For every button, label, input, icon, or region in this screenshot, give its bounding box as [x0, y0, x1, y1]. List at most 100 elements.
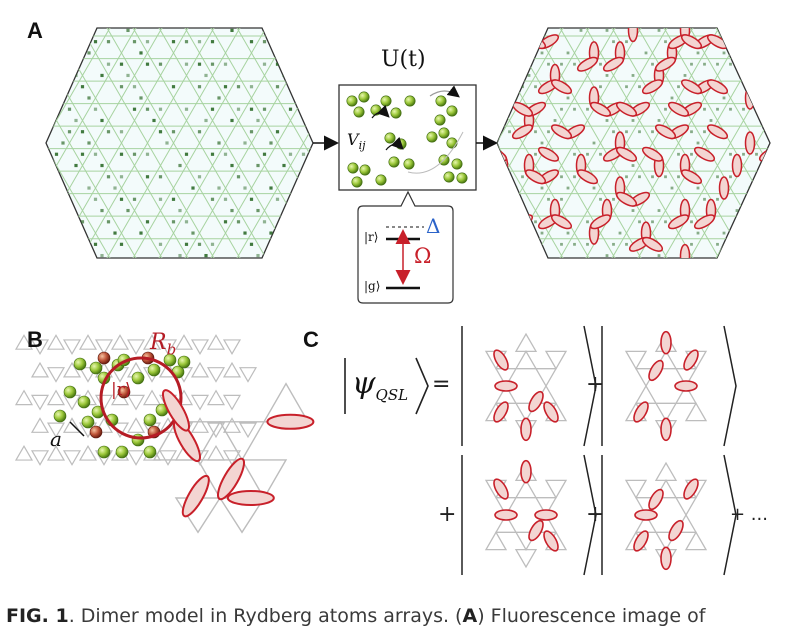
fluorescence-dot [249, 40, 254, 44]
lattice-line [46, 28, 174, 249]
dimer [731, 153, 743, 178]
fluorescence-dot [67, 130, 72, 134]
fluorescence-dot [223, 85, 228, 89]
fluorescence-dot [126, 299, 129, 302]
fluorescence-dot [788, 119, 791, 122]
dimer [660, 417, 672, 442]
atom [451, 158, 463, 170]
fluorescence-dot [781, 175, 784, 178]
atom [446, 137, 458, 149]
fluorescence-dot [217, 96, 221, 100]
fluorescence-dot [119, 152, 124, 156]
dimer [683, 478, 699, 500]
fluorescence-dot [184, 242, 189, 246]
fluorescence-dot [223, 62, 228, 66]
fluorescence-dot [742, 220, 745, 224]
lattice-line [177, 31, 313, 258]
fluorescence-dot [87, 96, 91, 100]
fluorescence-dot [16, 153, 19, 156]
psi-symbol: ψ [352, 366, 376, 401]
fluorescence-dot [132, 107, 137, 111]
fluorescence-dot [592, 186, 596, 190]
fluorescence-dot [657, 209, 661, 212]
fluorescence-dot [256, 163, 260, 168]
fluorescence-dot [184, 40, 189, 44]
dimer [628, 302, 652, 321]
fluorescence-dot [262, 152, 267, 156]
fluorescence-dot [560, 175, 563, 179]
ground-state-atom [163, 353, 177, 367]
fluorescence-dot [657, 119, 661, 122]
fluorescence-dot [631, 119, 635, 122]
lattice-triangle [30, 417, 50, 433]
fluorescence-dot [42, 243, 45, 246]
fluorescence-dot [664, 220, 667, 224]
fluorescence-dot [677, 85, 680, 89]
fluorescence-dot [74, 118, 78, 123]
fluorescence-dot [217, 276, 220, 279]
fluorescence-dot [631, 164, 635, 167]
fluorescence-dot [521, 40, 524, 44]
fluorescence-dot [145, 175, 150, 179]
dimer [641, 146, 664, 162]
dimer [497, 198, 509, 223]
fluorescence-dot [321, 51, 324, 54]
fluorescence-dot [107, 265, 110, 268]
fluorescence-dot [133, 288, 136, 291]
lattice-triangle [624, 479, 648, 499]
lattice-triangle [624, 350, 648, 370]
fluorescence-dot [29, 198, 32, 201]
fluorescence-dot [788, 164, 791, 167]
dimer [771, 145, 795, 164]
fluorescence-dot [631, 74, 635, 77]
fluorescence-dot [586, 220, 589, 224]
fluorescence-dot [625, 85, 628, 89]
fluorescence-dot [599, 62, 602, 66]
ground-state-atom [115, 445, 129, 459]
lattice-triangle [684, 531, 708, 551]
fluorescence-dot [204, 73, 208, 78]
dimer [667, 0, 691, 6]
dimer [520, 459, 532, 484]
dimer [693, 214, 716, 230]
fluorescence-dot [761, 164, 765, 167]
fluorescence-dot [579, 29, 583, 32]
fluorescence-dot [315, 108, 318, 111]
lattice-line [552, 28, 744, 258]
qsl-term [624, 330, 708, 442]
fluorescence-dot [560, 107, 563, 111]
fluorescence-dot [690, 130, 693, 134]
rabi-label: Ω [414, 244, 432, 268]
fluorescence-dot [29, 220, 32, 223]
ground-state-atom [81, 415, 95, 429]
fluorescence-dot [132, 197, 137, 201]
fluorescence-dot [269, 141, 273, 145]
fluorescence-dot [204, 299, 207, 302]
fluorescence-dot [709, 119, 713, 122]
fluorescence-dot [703, 107, 706, 111]
dimer [524, 34, 547, 50]
fluorescence-dot [508, 175, 511, 179]
lattice-triangle [206, 334, 226, 350]
dimer [772, 42, 781, 64]
dimer [511, 124, 534, 140]
dimer [784, 145, 800, 164]
fluorescence-dot [159, 288, 162, 291]
lattice-triangle [78, 367, 98, 383]
fluorescence-dot [113, 6, 116, 9]
box-atoms [346, 91, 468, 188]
fluorescence-dot [197, 175, 202, 179]
dimer [706, 124, 729, 140]
dimer [633, 401, 649, 423]
lattice-triangle [514, 548, 538, 569]
dimer [511, 257, 535, 276]
lattice-triangle [206, 422, 226, 439]
fluorescence-dot [250, 18, 253, 21]
fluorescence-dot [540, 186, 544, 190]
ground-state-atom [177, 355, 191, 369]
dimer [534, 509, 558, 521]
dimer [550, 214, 573, 230]
fluorescence-dot [573, 175, 576, 179]
plus-sign-1: + [586, 372, 605, 397]
fluorescence-dot [145, 40, 150, 44]
